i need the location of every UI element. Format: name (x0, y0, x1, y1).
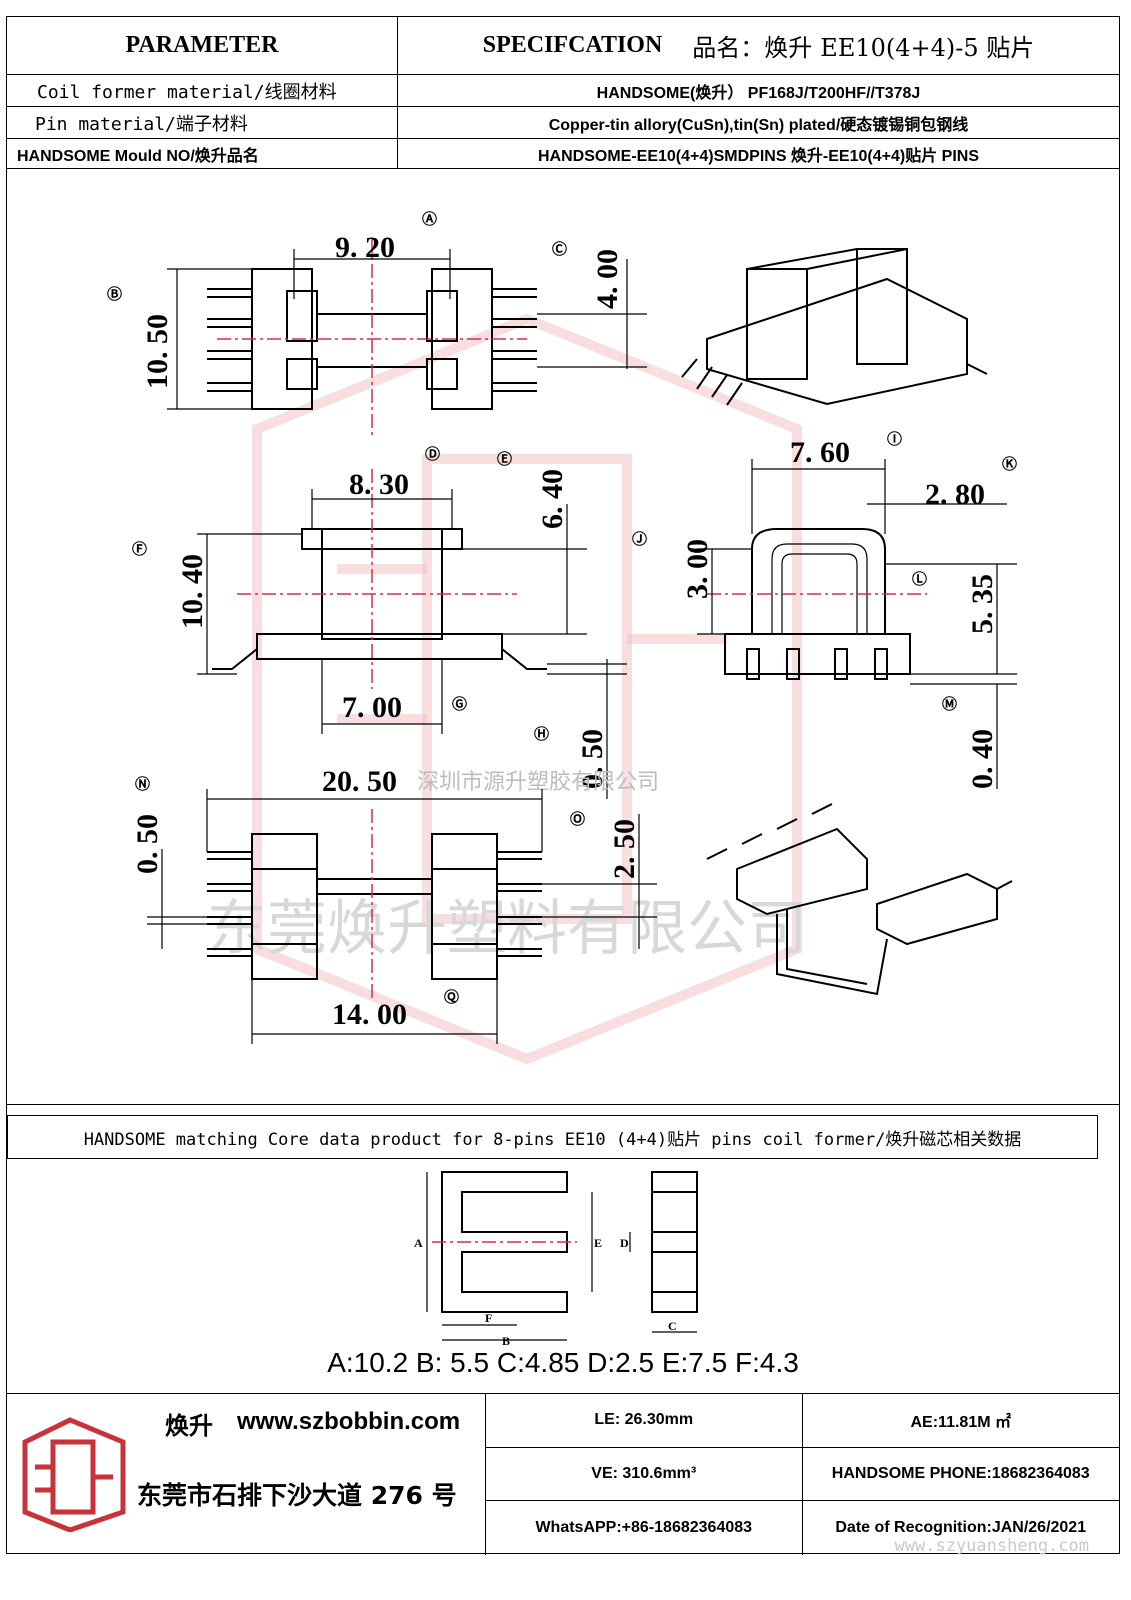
spec-sheet: PARAMETER SPECIFCATION 品名：焕升 EE10(4+4)-5… (6, 16, 1120, 1555)
company-logo (22, 1417, 126, 1532)
core-label-c: C (668, 1319, 677, 1333)
watermark-url: www.szyuansheng.com (894, 1536, 1089, 1556)
core-label-d: D (620, 1236, 629, 1250)
material-row: Coil former material/线圈材料 HANDSOME(焕升） P… (7, 75, 1119, 107)
core-label-a: A (414, 1236, 423, 1250)
pin-row: Pin material/端子材料 Copper-tin allory(CuSn… (7, 107, 1119, 139)
label-q: Ⓠ (444, 988, 459, 1006)
coil-material-value: HANDSOME(焕升） PF168J/T200HF//T378J (596, 84, 921, 102)
date-value: Date of Recognition:JAN/26/2021 (835, 1519, 1087, 1537)
brand-name: 焕升 (165, 1412, 213, 1440)
side-view (197, 469, 627, 799)
ve-value: VE: 310.6mm³ (486, 1447, 803, 1502)
engineering-drawing: 东莞焕升塑料有限公司 (7, 169, 1119, 1105)
dim-l: 5. 35 (966, 574, 999, 634)
label-l: Ⓛ (912, 570, 927, 588)
iso-view-2 (706, 803, 1013, 996)
whatsapp-value: WhatsAPP:+86-18682364083 (486, 1501, 803, 1555)
le-value: LE: 26.30mm (486, 1394, 803, 1448)
label-f: Ⓕ (132, 540, 147, 558)
dim-h: 0. 50 (576, 729, 609, 789)
core-label-f: F (485, 1311, 492, 1325)
watermark-company-large: 东莞焕升塑料有限公司 (207, 894, 807, 964)
dim-b: 10. 50 (141, 314, 174, 389)
phone-value: HANDSOME PHONE:18682364083 (802, 1448, 1119, 1502)
product-name: EE10(4+4)-5 贴片 (820, 34, 1035, 62)
coil-material-label: Coil former material/线圈材料 (7, 75, 398, 106)
label-g: Ⓖ (452, 695, 467, 713)
label-j: Ⓙ (632, 530, 647, 548)
drawing-svg: 东莞焕升塑料有限公司 (107, 210, 1017, 1065)
label-o: Ⓞ (570, 810, 585, 828)
pin-material-value: Copper-tin allory(CuSn),tin(Sn) plated/硬… (548, 116, 969, 134)
label-b: Ⓑ (107, 285, 122, 303)
top-view (167, 239, 647, 439)
parameter-header: PARAMETER (7, 17, 398, 74)
dim-n: 0. 50 (131, 814, 164, 874)
label-a: Ⓐ (422, 210, 437, 228)
dim-d: 8. 30 (349, 468, 409, 501)
label-c: Ⓒ (552, 240, 567, 258)
website-link[interactable]: www.szbobbin.com (237, 1408, 461, 1435)
core-label-b: B (502, 1334, 510, 1347)
header-row: PARAMETER SPECIFCATION 品名：焕升 EE10(4+4)-5… (7, 17, 1119, 75)
dim-p: 2. 50 (608, 819, 641, 879)
dim-m: 0. 40 (966, 729, 999, 789)
pin-material-label: Pin material/端子材料 (7, 107, 398, 138)
dim-c: 4. 00 (591, 249, 624, 309)
parameter-label: PARAMETER (125, 32, 279, 58)
dim-e: 6. 40 (536, 469, 569, 529)
label-k: Ⓚ (1002, 455, 1017, 473)
dim-i: 7. 60 (790, 436, 850, 469)
mould-value: HANDSOME-EE10(4+4)SMDPINS 焕升-EE10(4+4)贴片… (537, 147, 979, 165)
dim-j: 3. 00 (681, 539, 714, 599)
footer: 焕升 www.szbobbin.com 东莞市石排下沙大道 276 号 LE: … (7, 1393, 1119, 1555)
dim-k: 2. 80 (925, 478, 985, 511)
core-caption: HANDSOME matching Core data product for … (7, 1115, 1098, 1159)
core-values: A:10.2 B: 5.5 C:4.85 D:2.5 E:7.5 F:4.3 (327, 1347, 799, 1378)
label-e: Ⓔ (497, 450, 512, 468)
iso-view-1 (681, 248, 988, 406)
dim-a: 9. 20 (335, 231, 395, 264)
label-h: Ⓗ (534, 725, 549, 743)
mould-label: HANDSOME Mould NO/焕升品名 (7, 139, 398, 168)
label-m: Ⓜ (942, 695, 957, 713)
mould-row: HANDSOME Mould NO/焕升品名 HANDSOME-EE10(4+4… (7, 139, 1119, 169)
dim-q: 14. 00 (332, 998, 407, 1031)
end-view (697, 459, 1017, 789)
dim-o: 20. 50 (322, 765, 397, 798)
core-label-e: E (594, 1236, 602, 1250)
core-drawing: A F B E D C (414, 1171, 698, 1347)
specification-header: SPECIFCATION 品名：焕升 EE10(4+4)-5 贴片 (398, 17, 1119, 74)
label-n: Ⓝ (135, 775, 150, 793)
bottom-view (147, 789, 657, 1044)
dim-f: 10. 40 (176, 554, 209, 629)
watermark-company: 深圳市源升塑胶有限公司 (417, 770, 659, 795)
product-name-label: 品名：焕升 (692, 34, 813, 62)
dim-g: 7. 00 (342, 691, 402, 724)
company-address: 东莞市石排下沙大道 276 号 (137, 1481, 457, 1510)
label-i: Ⓘ (887, 430, 902, 448)
footer-grid: LE: 26.30mm AE:11.81M ㎡ VE: 310.6mm³ HAN… (485, 1394, 1119, 1555)
specification-label: SPECIFCATION (482, 32, 663, 58)
label-d: Ⓓ (425, 445, 440, 463)
ae-value: AE:11.81M ㎡ (802, 1394, 1119, 1448)
